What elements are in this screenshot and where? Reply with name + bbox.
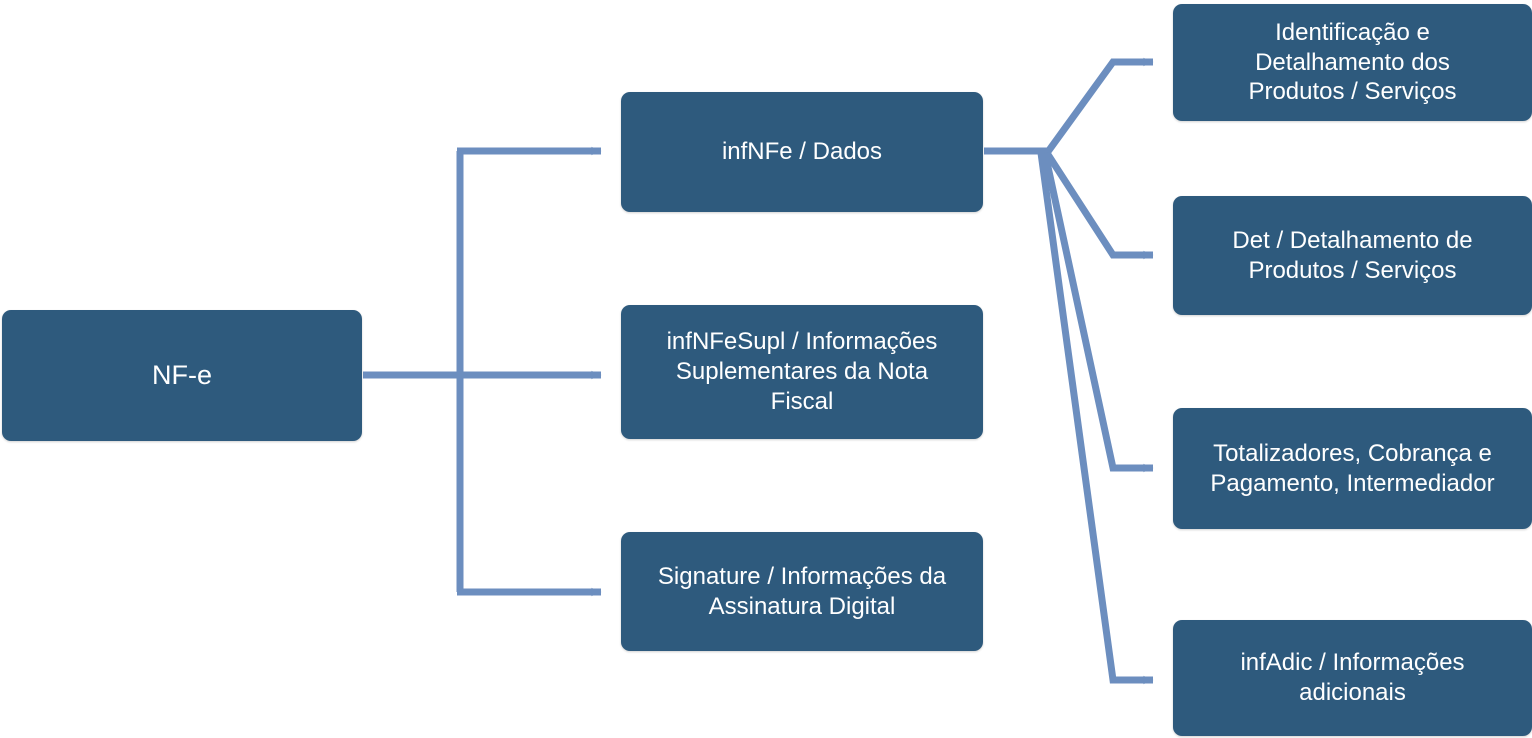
node-nfe[interactable]: NF-e: [2, 310, 362, 441]
node-infnfe-label: infNFe / Dados: [721, 138, 883, 166]
edge-infnfe-to-det: [1044, 151, 1154, 260]
node-signature-label: Signature / Informações da Assinatura Di…: [657, 562, 947, 620]
node-det-label: Det / Detalhamento de Produtos / Serviço…: [1232, 226, 1473, 284]
node-identificacao[interactable]: Identificação e Detalhamento dos Produto…: [1173, 4, 1532, 121]
node-infnfesupl-label: infNFeSupl / Informações Suplementares d…: [666, 328, 938, 415]
node-signature[interactable]: Signature / Informações da Assinatura Di…: [621, 532, 983, 651]
node-infadic-label: infAdic / Informações adicionais: [1240, 649, 1465, 706]
node-infnfe[interactable]: infNFe / Dados: [621, 92, 983, 212]
node-infnfesupl[interactable]: infNFeSupl / Informações Suplementares d…: [621, 305, 983, 439]
edge-infnfe-to-totalizadores: [1041, 152, 1154, 473]
node-identificacao-label: Identificação e Detalhamento dos Produto…: [1248, 18, 1457, 106]
node-totalizadores[interactable]: Totalizadores, Cobrança e Pagamento, Int…: [1173, 408, 1532, 529]
node-det[interactable]: Det / Detalhamento de Produtos / Serviço…: [1173, 196, 1532, 315]
edge-infnfe-to-infadic: [1037, 152, 1154, 685]
node-infadic[interactable]: infAdic / Informações adicionais: [1173, 620, 1532, 736]
edge-nfe-to-level2-trunk: [363, 151, 464, 592]
node-totalizadores-label: Totalizadores, Cobrança e Pagamento, Int…: [1210, 439, 1495, 497]
node-nfe-label: NF-e: [152, 359, 212, 390]
edge-infnfe-to-identificacao: [1044, 57, 1154, 156]
